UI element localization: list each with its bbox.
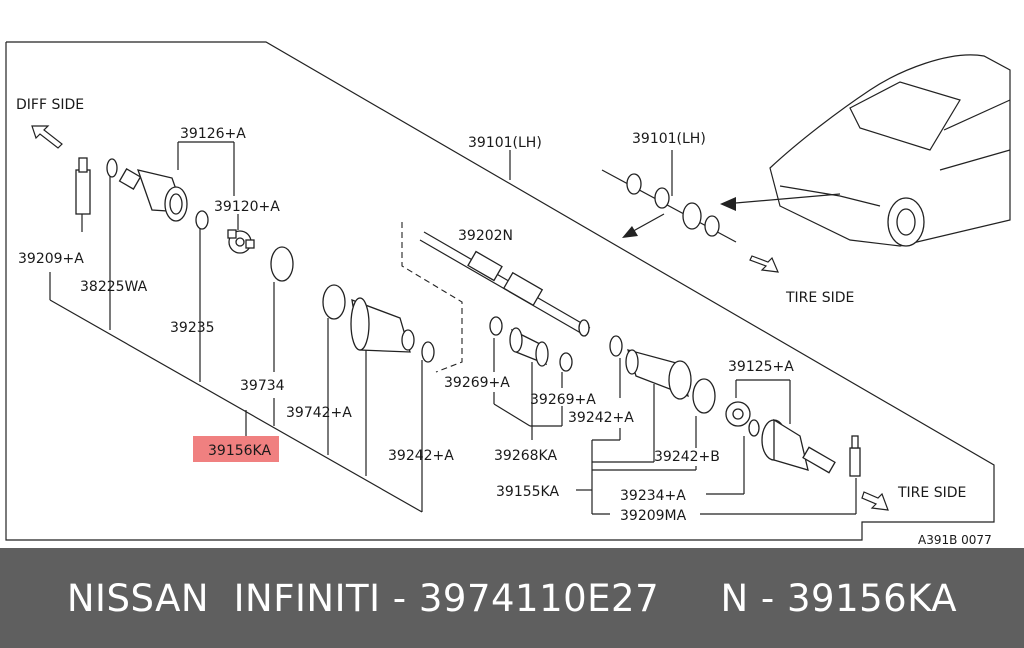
boot-39156 bbox=[350, 297, 415, 353]
part-39269-a: 39269+A bbox=[444, 375, 510, 391]
part-39101-main: 39101(LH) bbox=[468, 135, 542, 151]
band-39242-left bbox=[421, 341, 435, 363]
ring-39734 bbox=[270, 246, 294, 282]
part-39156: 39156KA bbox=[208, 443, 271, 459]
figure-code: A391B 0077 bbox=[918, 533, 992, 547]
part-39101-inset: 39101(LH) bbox=[632, 131, 706, 147]
ring-39269-a bbox=[489, 316, 503, 336]
part-39235: 39235 bbox=[170, 320, 215, 336]
tire-side-arrow-bottom-icon bbox=[861, 491, 889, 511]
band-39242-mid bbox=[609, 335, 623, 357]
snap-ring-38225 bbox=[106, 158, 118, 178]
part-39209-a: 39209+A bbox=[18, 251, 84, 267]
joint-39125 bbox=[725, 401, 751, 427]
part-39202: 39202N bbox=[458, 228, 513, 244]
part-39155: 39155KA bbox=[496, 484, 559, 500]
diff-side-arrow-icon bbox=[31, 125, 63, 149]
spider-39120 bbox=[227, 229, 255, 254]
part-39268: 39268KA bbox=[494, 448, 557, 464]
damper-39268 bbox=[509, 327, 549, 367]
part-39734: 39734 bbox=[240, 378, 285, 394]
diff-side-label: DIFF SIDE bbox=[16, 97, 84, 113]
tire-side-label-top: TIRE SIDE bbox=[785, 290, 854, 306]
ring-39234 bbox=[748, 419, 760, 437]
inset-shaft bbox=[601, 169, 737, 243]
footer-caption: NISSAN INFINITI - 3974110E27 N - 39156KA bbox=[0, 548, 1024, 648]
housing-39126 bbox=[118, 168, 188, 222]
shaft-39202 bbox=[419, 231, 591, 337]
part-39242-mid: 39242+A bbox=[568, 410, 634, 426]
leader-lines-left bbox=[49, 141, 423, 513]
leader-lines-right bbox=[576, 358, 857, 515]
part-39126: 39126+A bbox=[180, 126, 246, 142]
ring-39235 bbox=[195, 210, 209, 230]
part-39269-b: 39269+A bbox=[530, 392, 596, 408]
inset-arrows bbox=[622, 150, 841, 238]
diagram-frame bbox=[5, 41, 995, 541]
part-39242-left: 39242+A bbox=[388, 448, 454, 464]
boot-39155 bbox=[625, 349, 692, 400]
part-39120: 39120+A bbox=[214, 199, 280, 215]
highlight-39156ka bbox=[193, 436, 279, 462]
part-39742: 39742+A bbox=[286, 405, 352, 421]
shaft-39209 bbox=[75, 157, 91, 215]
dashed-group-39202 bbox=[401, 222, 463, 373]
ring-39269-b bbox=[559, 352, 573, 372]
band-39242-b bbox=[692, 378, 716, 414]
leader-lines-center bbox=[493, 338, 563, 440]
part-39242-b: 39242+B bbox=[654, 449, 720, 465]
shaft-39209ma bbox=[849, 435, 861, 477]
parts-diagram: DIFF SIDE bbox=[5, 41, 1011, 547]
part-39234: 39234+A bbox=[620, 488, 686, 504]
tire-side-arrow-top-icon bbox=[749, 255, 779, 273]
part-38225: 38225WA bbox=[80, 279, 148, 295]
part-39125: 39125+A bbox=[728, 359, 794, 375]
band-39742 bbox=[322, 284, 346, 320]
outer-joint-39125 bbox=[761, 418, 836, 474]
vehicle-outline bbox=[769, 54, 1011, 247]
part-39209ma: 39209MA bbox=[620, 508, 687, 524]
tire-side-label-bottom: TIRE SIDE bbox=[897, 485, 966, 501]
